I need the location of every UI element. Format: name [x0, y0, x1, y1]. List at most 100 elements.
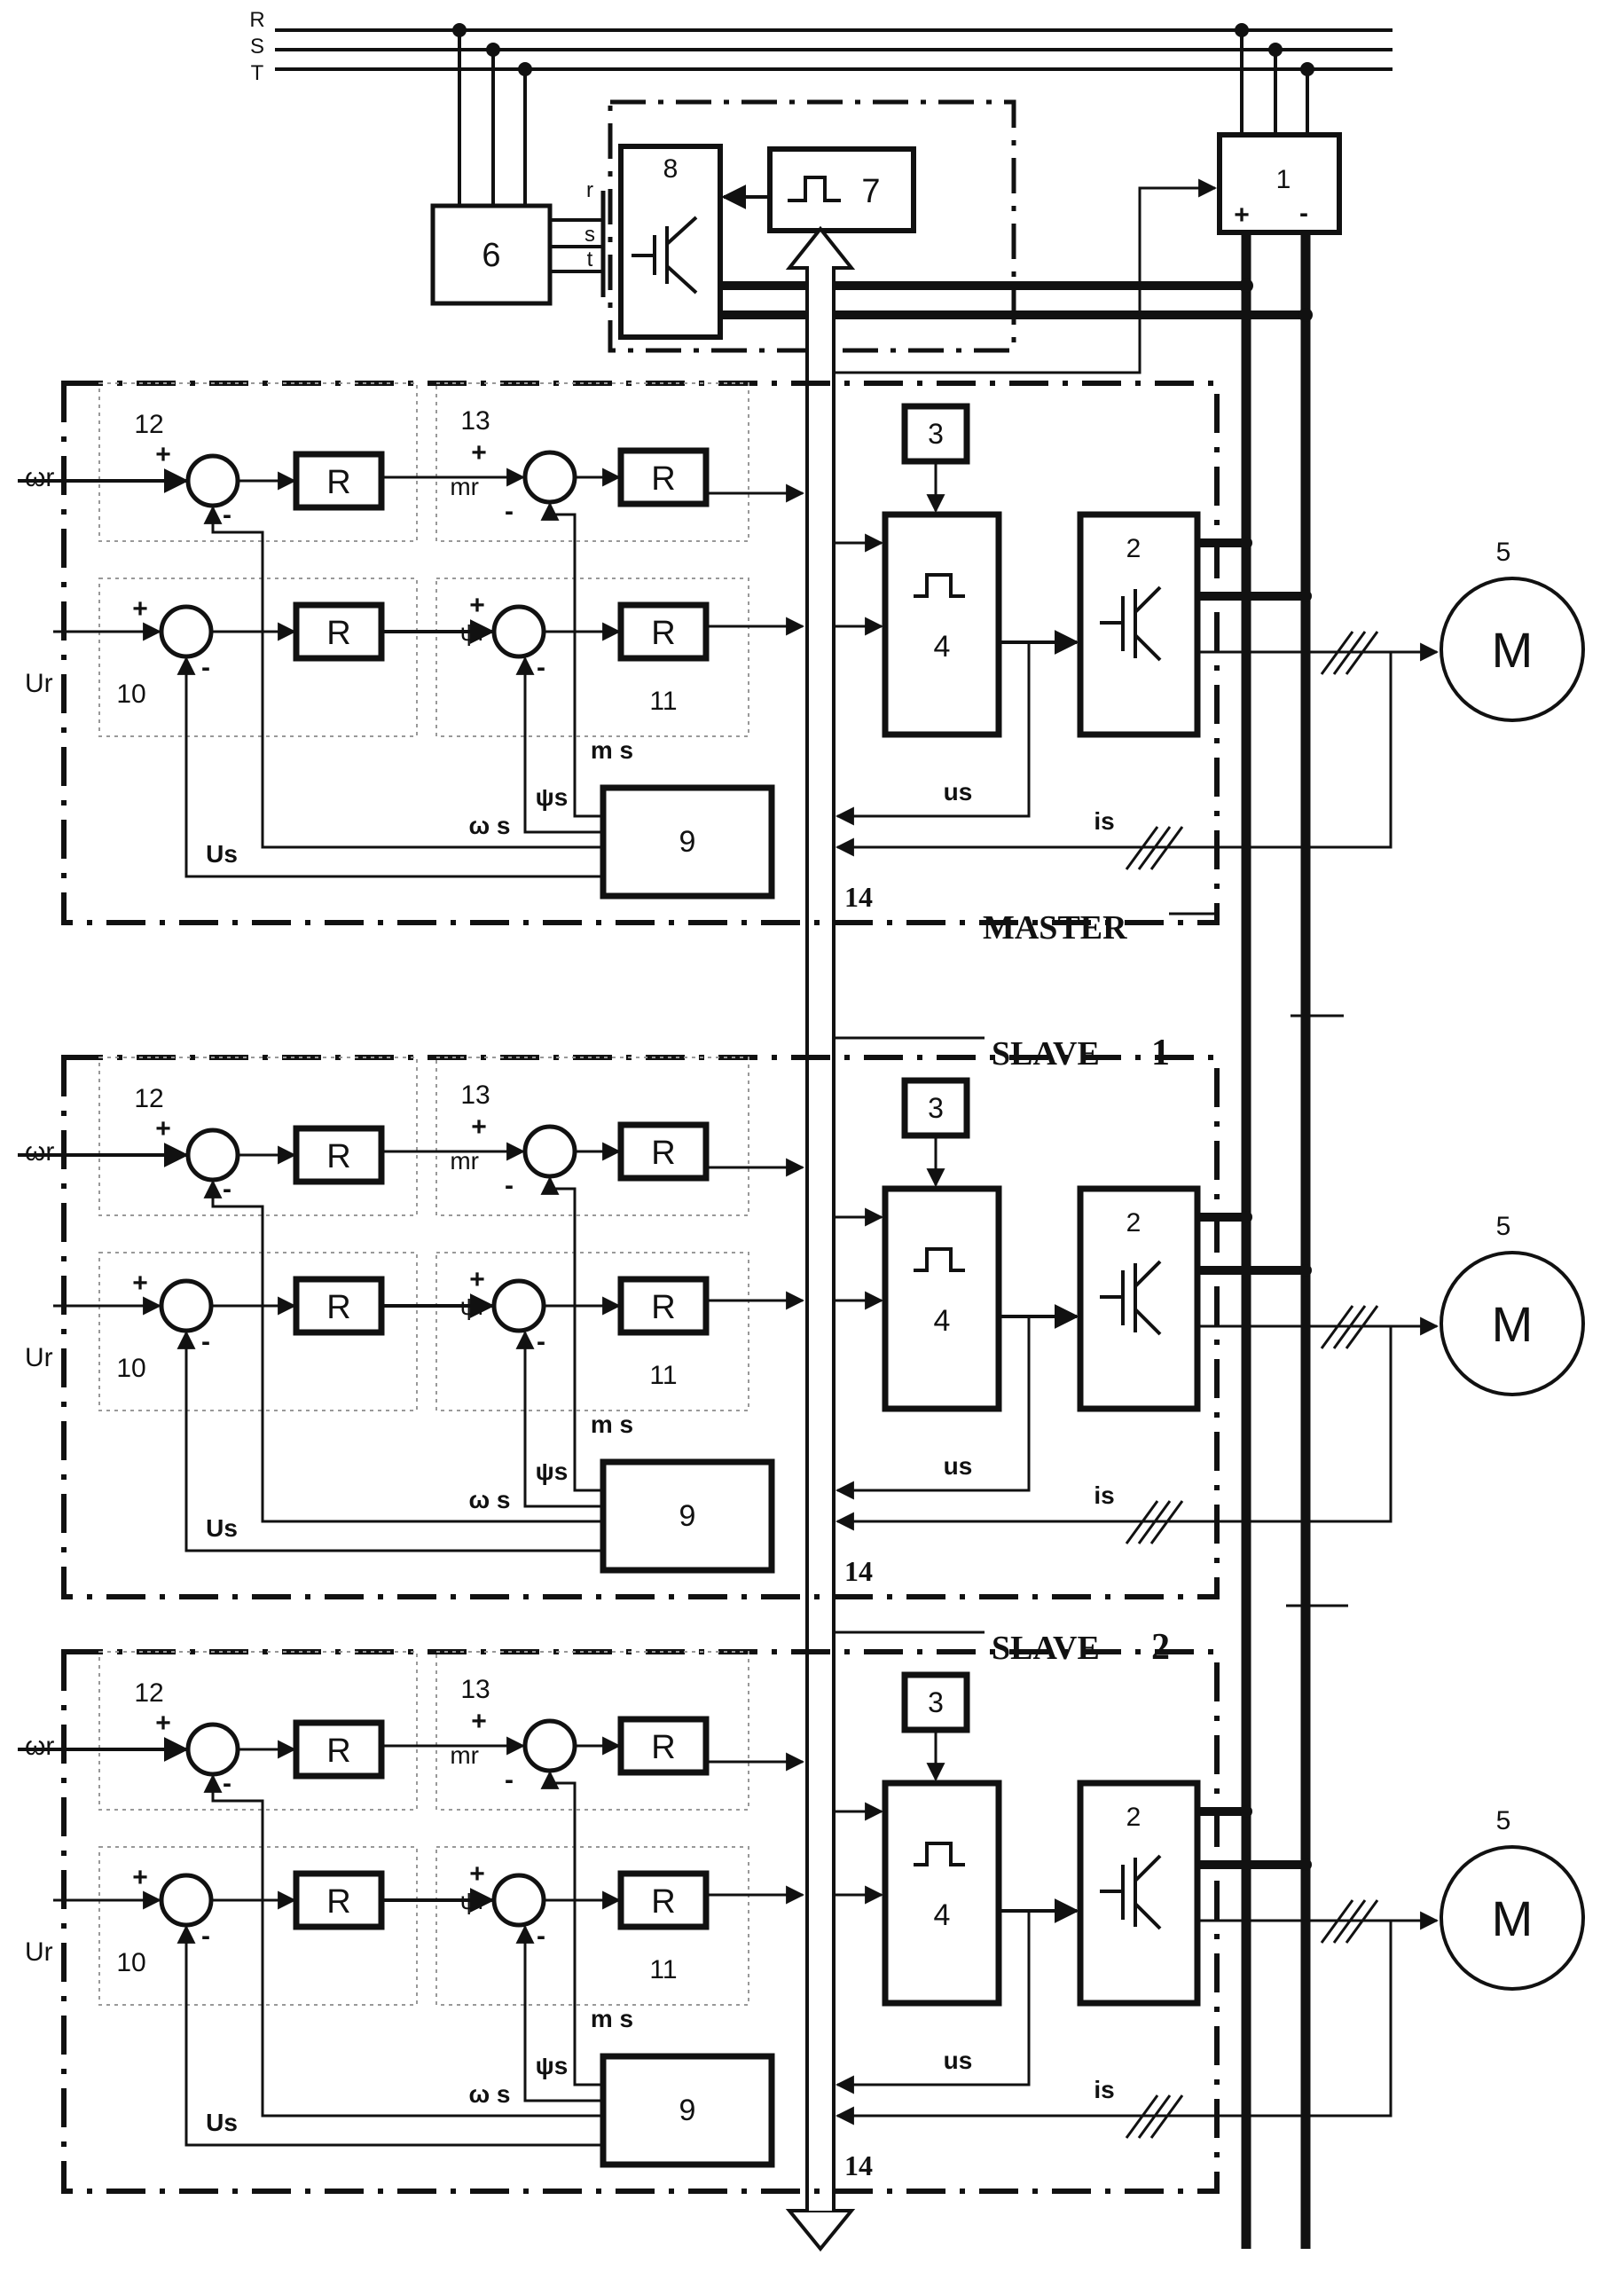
regulator-label: R [651, 460, 675, 498]
u-s-line [835, 1911, 1031, 2094]
motor-label: M [1492, 622, 1534, 678]
u-s-label: Us [206, 2109, 238, 2136]
u-s-label: Us [206, 1514, 238, 1542]
unit-frame [61, 1649, 1220, 2194]
omega-s-feedback [203, 1179, 603, 1523]
controller-box-2 [98, 1846, 418, 2006]
controller-box-1 [435, 1651, 749, 1811]
three-phase-mark [1149, 2094, 1184, 2139]
sum-junction-13 [525, 1721, 575, 1771]
sum-junction-13 [525, 1127, 575, 1176]
phase-r-label: R [249, 8, 264, 32]
minus-sign: - [537, 1327, 545, 1356]
sum-junction-10 [161, 1281, 211, 1331]
three-phase-mark [1320, 1305, 1354, 1349]
igbt-icon [1100, 1260, 1162, 1336]
u-r-input-label: Ur [25, 1343, 53, 1372]
pulse-icon [914, 573, 965, 598]
label-13: 13 [460, 406, 490, 436]
m-s-label: m s [591, 2005, 633, 2032]
label-11: 11 [649, 687, 677, 716]
regulator-label: R [326, 615, 350, 652]
i-s-label: is [1094, 1481, 1114, 1509]
three-phase-mark [1320, 1899, 1354, 1944]
psi-s-feedback [515, 1924, 603, 2102]
label-11: 11 [649, 1955, 677, 1984]
sum-junction [494, 1281, 544, 1331]
motor-5 [1440, 577, 1585, 722]
phase-t-label: T [251, 61, 264, 85]
bus-break-marks [1286, 1014, 1348, 1607]
inverter-number: 2 [1126, 1803, 1142, 1832]
modulator-block-4 [882, 1780, 1002, 2007]
plus-sign: + [155, 440, 171, 469]
label-12: 12 [134, 1084, 163, 1113]
omega-s-feedback [203, 505, 603, 849]
minus-sign: - [223, 1175, 231, 1204]
regulator-label: R [326, 1733, 350, 1770]
regulator-label: R [651, 1135, 675, 1172]
label-10: 10 [116, 1948, 145, 1977]
phase-s-label: S [250, 35, 264, 59]
modulator-number: 4 [934, 1304, 951, 1338]
omega-r-input-label: ωr [25, 463, 54, 492]
controller-box-0 [98, 1651, 418, 1811]
label-12: 12 [134, 1678, 163, 1708]
source-number: 3 [928, 1686, 944, 1718]
dc-dot [1240, 1805, 1252, 1818]
three-phase-mark [1125, 1500, 1159, 1544]
sum-junction [494, 607, 544, 656]
plus-sign: + [469, 1859, 485, 1889]
observer-block-9 [600, 1458, 775, 1574]
sum-junction-12 [188, 456, 238, 506]
minus-sign: - [505, 1765, 514, 1795]
three-phase-mark [1345, 1899, 1379, 1944]
regulator-label: R [651, 615, 675, 652]
source-number: 3 [928, 418, 944, 450]
i-s-label: is [1094, 2076, 1114, 2103]
modulator-block-4 [882, 511, 1002, 738]
u-s-feedback [177, 1330, 603, 1552]
pulse-icon [914, 1842, 965, 1866]
m-s-label: m s [591, 1411, 633, 1438]
block-6: 6 [430, 203, 553, 306]
omega-s-label: ω s [468, 2080, 510, 2108]
dc-dot [1240, 537, 1252, 549]
motor-number: 5 [1496, 1212, 1511, 1241]
controller-box-1 [435, 1057, 749, 1216]
omega-s-label: ω s [468, 812, 510, 839]
sum-junction-13 [525, 452, 575, 502]
label-10: 10 [116, 680, 145, 709]
line-t-label: t [587, 248, 593, 271]
three-phase-mark [1149, 826, 1184, 870]
m-s-feedback [540, 1770, 603, 2086]
controller-box-0 [98, 1057, 418, 1216]
minus-sign: - [201, 1921, 210, 1951]
junction-dots [452, 23, 1314, 76]
inverter-block-2 [1077, 511, 1201, 738]
pulse-icon [788, 176, 841, 202]
block-6-number: 6 [482, 237, 500, 274]
u-s-feedback [177, 1924, 603, 2147]
block-7: 7 [767, 146, 916, 233]
motor-5 [1440, 1845, 1585, 1991]
communication-bus-14 [785, 225, 856, 2252]
omega-s-label: ω s [468, 1486, 510, 1513]
dc-dot [1299, 1264, 1312, 1277]
rectifier-block-1: 1 + - [1217, 132, 1342, 235]
rectifier-minus: - [1299, 199, 1308, 228]
three-phase-mark [1320, 631, 1354, 675]
psi-s-label: ψs [536, 783, 569, 811]
bus-label-14: 14 [844, 2149, 873, 2181]
label-13: 13 [460, 1675, 490, 1704]
dc-bus [1241, 232, 1311, 2249]
source-number: 3 [928, 1092, 944, 1124]
i-s-line [835, 1326, 1393, 1531]
psi-s-label: ψs [536, 1458, 569, 1485]
regulator-label: R [326, 1289, 350, 1326]
plus-sign: + [471, 1707, 487, 1736]
controller-box-2 [98, 578, 418, 737]
dc-dot [1240, 1211, 1252, 1223]
u-s-feedback [177, 656, 603, 878]
